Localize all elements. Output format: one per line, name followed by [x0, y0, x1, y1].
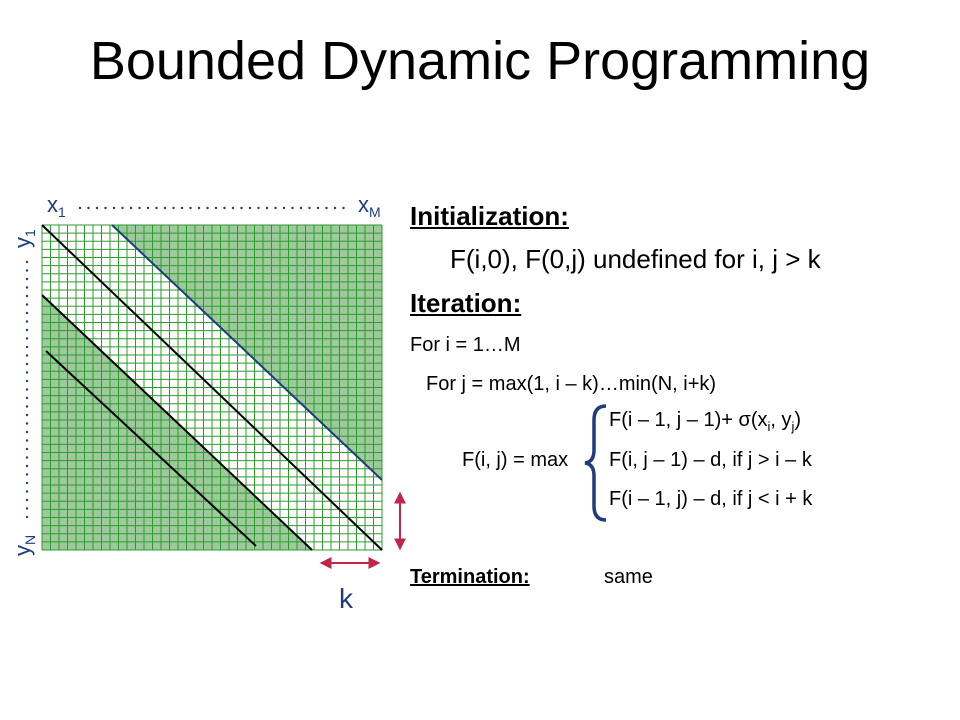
inner-loop-line: For j = max(1, i – k)…min(N, i+k)	[426, 373, 717, 395]
y-axis-dot	[25, 507, 29, 510]
x-axis-dot	[121, 206, 124, 210]
x-axis-dot	[189, 206, 192, 210]
y-axis-dot	[25, 277, 29, 281]
x-axis-dot	[299, 206, 303, 210]
iteration-heading: Iteration:	[410, 288, 522, 318]
sigma-symbol: σ	[738, 409, 751, 431]
outer-loop-line: For i = 1…M	[410, 334, 521, 356]
y-axis-dot	[25, 490, 29, 493]
x-axis-dot	[282, 206, 286, 210]
dp-matrix-grid	[41, 224, 383, 551]
recurrence-case-insert: F(i, j – 1) – d, if j > i – k	[609, 449, 812, 471]
curly-brace	[584, 404, 607, 522]
y-axis-dot	[25, 515, 29, 519]
main-diagonal	[41, 224, 383, 551]
axis-dots	[25, 206, 345, 519]
y-axis-dot	[25, 464, 29, 468]
x-axis-dot	[240, 206, 243, 210]
y-axis-dot	[25, 371, 29, 374]
x-axis-dot	[342, 206, 345, 210]
x-axis-dot	[214, 206, 218, 210]
y-axis-dot	[25, 379, 29, 383]
x-axis-dot	[308, 206, 311, 210]
x-axis-dot	[274, 206, 277, 210]
upper-band-edge	[111, 224, 383, 481]
x-axis-dot	[197, 206, 201, 210]
x-axis-dot	[138, 206, 141, 210]
recurrence-lhs: F(i, j) = max	[462, 449, 569, 471]
y-axis-dot	[25, 269, 29, 272]
x-axis-dot	[95, 206, 99, 210]
x-axis-dot	[325, 206, 328, 210]
y-axis-dot	[25, 405, 29, 408]
y-axis-dot	[25, 311, 29, 315]
y-axis-dot	[25, 396, 29, 400]
x-axis-dot	[231, 206, 235, 210]
band-inner-diagonal	[45, 350, 257, 547]
y-axis-dot	[25, 456, 29, 459]
y-axis-dot	[25, 362, 29, 366]
x-axis-dot	[206, 206, 209, 210]
y-end-label: yN	[10, 535, 38, 556]
initialization-heading: Initialization:	[410, 201, 569, 231]
x-axis-dot	[146, 206, 150, 210]
y-axis-dot	[25, 337, 29, 340]
x-axis-dot	[223, 206, 226, 210]
y-axis-dot	[25, 481, 29, 485]
y-axis-dot	[25, 303, 29, 306]
termination-heading: Termination:	[410, 566, 530, 588]
x-axis-dot	[172, 206, 175, 210]
page-title: Bounded Dynamic Programming	[89, 31, 871, 91]
x-end-label: xM	[358, 192, 381, 220]
y-axis-dot	[25, 260, 29, 264]
x-axis-dot	[87, 206, 90, 210]
y-axis-dot	[25, 320, 29, 323]
x-axis-dot	[104, 206, 107, 210]
y-axis-dot	[25, 430, 29, 434]
lower-band-edge	[41, 294, 313, 551]
y-axis-dot	[25, 345, 29, 349]
x-axis-dot	[180, 206, 184, 210]
termination-value: same	[604, 566, 653, 588]
y-axis-dot	[25, 413, 29, 417]
y-axis-dot	[25, 328, 29, 332]
y-axis-dot	[25, 473, 29, 476]
initialization-rule: F(i,0), F(0,j) undefined for i, j > k	[450, 244, 821, 274]
x-axis-dot	[78, 206, 82, 210]
x-axis-dot	[257, 206, 260, 210]
dp-band-diagram: x1 xM y1 yN k	[10, 192, 406, 614]
y-axis-dot	[25, 439, 29, 442]
y-start-label: y1	[10, 229, 38, 248]
y-axis-dot	[25, 422, 29, 425]
x-axis-dot	[248, 206, 252, 210]
x-axis-dot	[112, 206, 116, 210]
x-axis-dot	[163, 206, 167, 210]
y-axis-dot	[25, 294, 29, 298]
y-axis-dot	[25, 447, 29, 451]
x-axis-dot	[129, 206, 133, 210]
y-axis-dot	[25, 498, 29, 502]
x-axis-dot	[265, 206, 269, 210]
band-k-label: k	[339, 583, 354, 614]
y-axis-dot	[25, 388, 29, 391]
x-axis-dot	[333, 206, 337, 210]
x-axis-dot	[316, 206, 320, 210]
y-axis-dot	[25, 286, 29, 289]
x-axis-dot	[155, 206, 158, 210]
recurrence-case-match: F(i – 1, j – 1)+ σ(xi, yj)	[609, 409, 802, 434]
recurrence-case-delete: F(i – 1, j) – d, if j < i + k	[609, 488, 813, 510]
x-axis-dot	[291, 206, 294, 210]
y-axis-dot	[25, 354, 29, 357]
x-start-label: x1	[47, 192, 66, 220]
